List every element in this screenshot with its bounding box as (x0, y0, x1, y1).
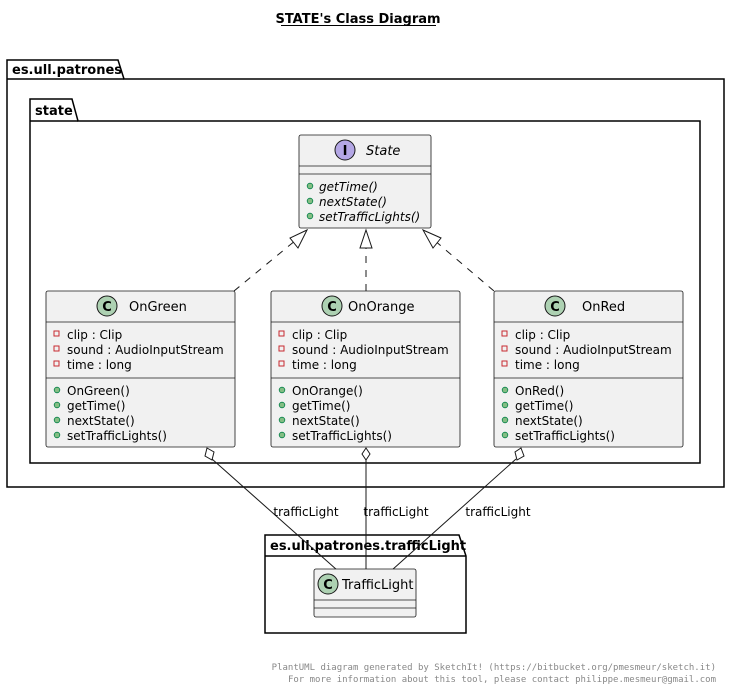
realization-ongreen (233, 239, 297, 292)
interface-methods: getTime()nextState()setTrafficLights() (306, 180, 420, 224)
private-field-icon (278, 330, 285, 337)
class-method: getTime() (67, 399, 125, 413)
interface-method: nextState() (319, 195, 387, 209)
class-name: OnRed (582, 300, 625, 315)
class-method: OnOrange() (292, 384, 363, 398)
realization-onred (433, 239, 495, 292)
public-method-icon (306, 197, 314, 205)
realization-edges (233, 228, 495, 292)
class-method: setTrafficLights() (292, 429, 392, 443)
class-field: clip : Clip (67, 328, 122, 342)
class-badge-letter: C (323, 578, 333, 593)
public-method-icon (501, 416, 509, 424)
private-field-icon (53, 360, 60, 367)
class-badge-icon (317, 573, 339, 595)
interface-name: State (366, 144, 400, 159)
public-method-icon (278, 416, 286, 424)
public-method-icon (53, 386, 61, 394)
class-method: nextState() (292, 414, 360, 428)
class-field: clip : Clip (292, 328, 347, 342)
interface-method: setTrafficLights() (319, 210, 420, 224)
diamond-onred (514, 447, 525, 461)
private-field-icon (501, 360, 508, 367)
private-field-icon (278, 360, 285, 367)
package-label-traffic: es.ull.patrones.trafficLight (270, 539, 466, 554)
aggregation-edges (204, 447, 525, 571)
class-method: nextState() (67, 414, 135, 428)
class-method: getTime() (515, 399, 573, 413)
class-method: setTrafficLights() (515, 429, 615, 443)
aggregation-onred (391, 458, 517, 571)
package-es-ull-patrones: es.ull.patrones (6, 59, 725, 488)
interface-state[interactable]: I State getTime()nextState()setTrafficLi… (298, 134, 432, 229)
footer-line-2: For more information about this tool, pl… (288, 675, 716, 685)
public-method-icon (53, 401, 61, 409)
package-label-outer: es.ull.patrones (12, 63, 122, 78)
public-method-icon (278, 431, 286, 439)
public-method-icon (306, 182, 314, 190)
class-trafficlight[interactable]: C TrafficLight (313, 568, 417, 618)
class-method: OnRed() (515, 384, 564, 398)
class-method: nextState() (515, 414, 583, 428)
class-name: OnOrange (348, 300, 415, 315)
class-field: time : long (67, 358, 132, 372)
public-method-icon (278, 401, 286, 409)
class-badge-letter: C (327, 300, 337, 315)
arrowhead-ongreen (289, 228, 309, 249)
class-method: setTrafficLights() (67, 429, 167, 443)
class-badge-letter: C (550, 300, 560, 315)
association-label-1: trafficLight (273, 505, 338, 519)
public-method-icon (501, 401, 509, 409)
footer-line-1: PlantUML diagram generated by SketchIt! … (272, 663, 716, 673)
class-badge-icon (544, 295, 566, 317)
public-method-icon (278, 386, 286, 394)
class-method: getTime() (292, 399, 350, 413)
private-field-icon (53, 330, 60, 337)
class-badge-icon (96, 295, 118, 317)
public-method-icon (53, 431, 61, 439)
private-field-icon (501, 330, 508, 337)
class-field: clip : Clip (515, 328, 570, 342)
public-method-icon (501, 431, 509, 439)
private-field-icon (501, 345, 508, 352)
interface-badge-icon (334, 139, 356, 161)
private-field-icon (53, 345, 60, 352)
class-badge-icon (321, 295, 343, 317)
public-method-icon (501, 386, 509, 394)
interface-badge-letter: I (343, 144, 348, 159)
interface-method: getTime() (319, 180, 378, 194)
package-state: state (29, 98, 701, 464)
class-field: sound : AudioInputStream (292, 343, 449, 357)
class-name: OnGreen (129, 300, 187, 315)
class-field: sound : AudioInputStream (67, 343, 224, 357)
association-label-2: trafficLight (363, 505, 428, 519)
association-label-3: trafficLight (465, 505, 530, 519)
class-name: TrafficLight (341, 578, 414, 593)
package-label-state: state (35, 104, 73, 119)
public-method-icon (306, 212, 314, 220)
class-method: OnGreen() (67, 384, 130, 398)
private-field-icon (278, 345, 285, 352)
diamond-onorange (361, 447, 371, 461)
arrowhead-onorange (359, 228, 373, 249)
class-field: sound : AudioInputStream (515, 343, 672, 357)
public-method-icon (53, 416, 61, 424)
class-badge-letter: C (102, 300, 112, 315)
class-field: time : long (292, 358, 357, 372)
aggregation-ongreen (211, 458, 338, 571)
diagram-title: STATE's Class Diagram (275, 12, 440, 27)
class-field: time : long (515, 358, 580, 372)
diamond-ongreen (204, 447, 215, 461)
arrowhead-onred (421, 228, 442, 249)
